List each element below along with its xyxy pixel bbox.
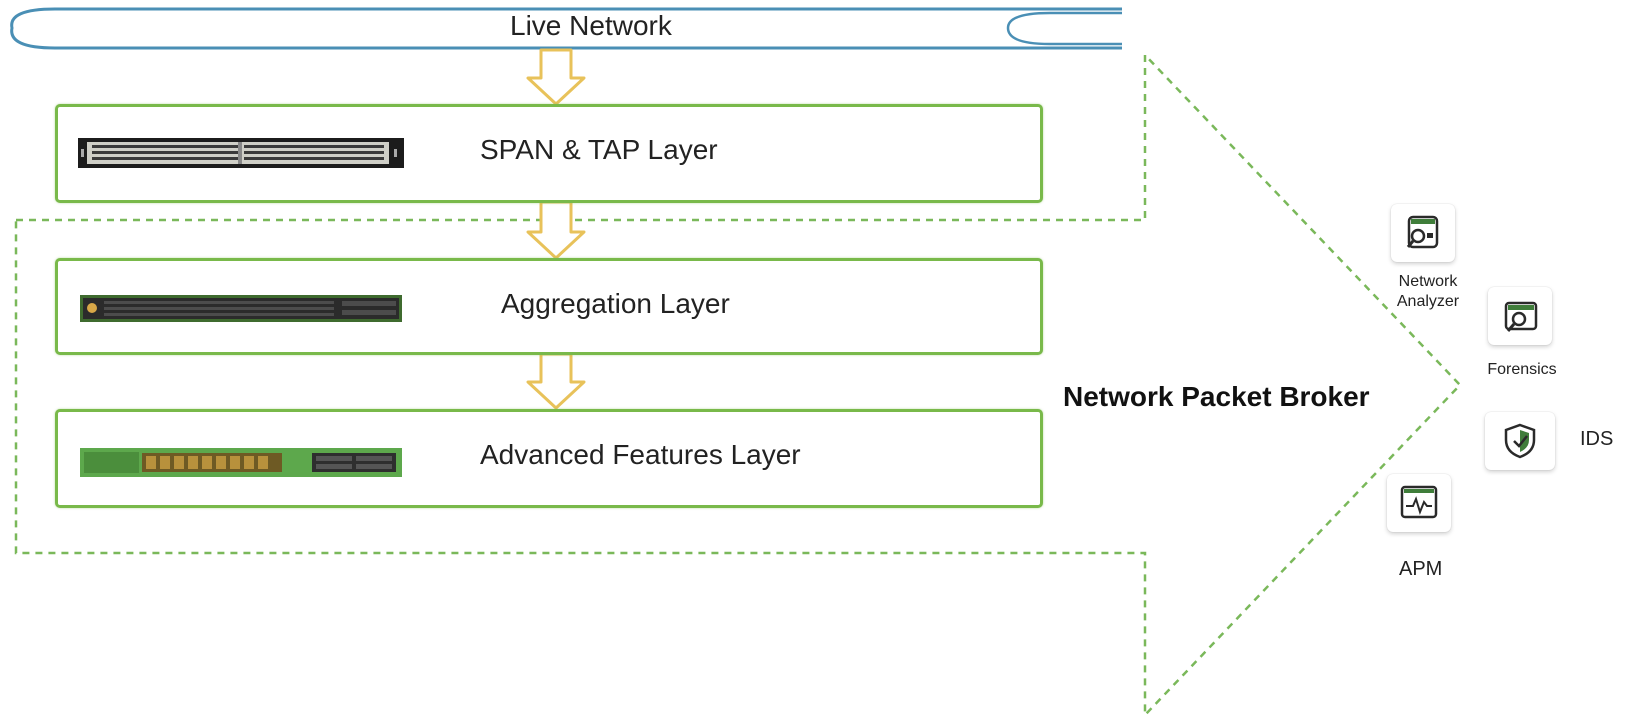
live-network-label: Live Network — [510, 10, 672, 41]
ids-card — [1485, 412, 1555, 470]
ids-shield-icon — [1504, 423, 1536, 459]
apm-monitor-icon — [1400, 485, 1438, 519]
network-analyzer-card — [1391, 204, 1455, 262]
aggregation-switch-image — [80, 295, 402, 322]
span-tap-switch-image — [78, 138, 404, 168]
apm-label: APM — [1399, 558, 1443, 580]
flow-arrow-3 — [526, 352, 586, 410]
forensics-label: Forensics — [1487, 361, 1557, 378]
network-analyzer-icon — [1406, 215, 1439, 249]
advanced-features-layer-label: Advanced Features Layer — [480, 439, 801, 470]
flow-arrow-1 — [526, 48, 586, 106]
network-packet-broker-label: Network Packet Broker — [1063, 381, 1370, 412]
forensics-icon — [1504, 301, 1538, 332]
span-tap-layer: SPAN & TAP Layer — [55, 104, 1043, 203]
advanced-features-layer: Advanced Features Layer — [55, 409, 1043, 508]
packet-broker-outline — [14, 51, 1462, 719]
apm-card — [1387, 474, 1451, 532]
forensics-card — [1488, 287, 1552, 345]
live-network-pipe — [10, 7, 1122, 50]
aggregation-layer: Aggregation Layer — [55, 258, 1043, 355]
network-analyzer-label: Network Analyzer — [1396, 273, 1460, 310]
span-tap-layer-label: SPAN & TAP Layer — [480, 134, 718, 165]
ids-label: IDS — [1580, 428, 1614, 450]
flow-arrow-2 — [526, 200, 586, 260]
aggregation-layer-label: Aggregation Layer — [501, 288, 730, 319]
advanced-features-switch-image — [80, 448, 402, 477]
